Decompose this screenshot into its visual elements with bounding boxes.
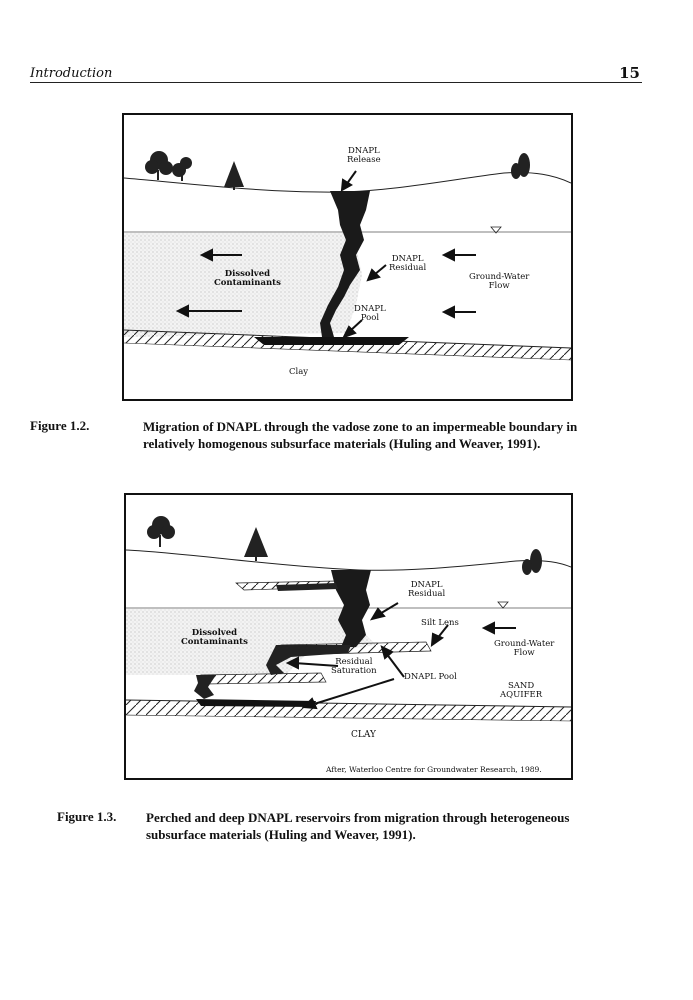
ground-surface-line — [124, 172, 571, 193]
ground-surface-line — [126, 549, 571, 571]
running-header-section: Introduction — [30, 66, 113, 81]
dissolved-plume — [126, 609, 376, 675]
dnapl-residual-column — [331, 570, 371, 647]
label-silt-lens: Silt Lens — [421, 618, 459, 628]
dnapl-column — [320, 191, 370, 337]
residual-lens-hatch — [200, 672, 327, 685]
figure-1-3-caption-label: Figure 1.3. — [57, 809, 117, 824]
shrub-icon — [511, 153, 530, 179]
tree-icon — [147, 516, 175, 547]
figure-credit: After, Waterloo Centre for Groundwater R… — [326, 765, 542, 774]
dnapl-deep-path — [194, 675, 216, 699]
pine-tree-icon — [244, 527, 268, 561]
dnapl-pool — [196, 699, 316, 707]
page-number: 15 — [619, 64, 640, 82]
water-table-symbol — [497, 601, 509, 609]
figure-1-2-caption-label: Figure 1.2. — [30, 418, 90, 433]
arrow-deep-pool — [310, 678, 395, 706]
figure-1-2-drawing — [124, 151, 571, 361]
arrow-residual-saturation — [293, 662, 339, 667]
dnapl-pool — [254, 337, 409, 345]
shrub-icon — [522, 549, 542, 575]
figure-1-2-caption-text: Migration of DNAPL through the vadose zo… — [143, 419, 578, 451]
dnapl-perched-pool — [276, 583, 338, 591]
label-clay: Clay — [289, 367, 309, 377]
dnapl-flow-path — [266, 645, 351, 675]
tree-icon — [145, 151, 192, 181]
label-clay: CLAY — [351, 730, 376, 740]
arrow-pool — [385, 652, 405, 678]
label-dnapl-pool: DNAPL Pool — [404, 672, 457, 682]
pine-tree-icon — [224, 161, 244, 190]
header-rule — [30, 82, 642, 83]
figure-1-3-drawing — [126, 516, 571, 722]
water-table-symbol — [490, 226, 502, 234]
figure-1-3-caption-text: Perched and deep DNAPL reservoirs from m… — [146, 810, 570, 842]
